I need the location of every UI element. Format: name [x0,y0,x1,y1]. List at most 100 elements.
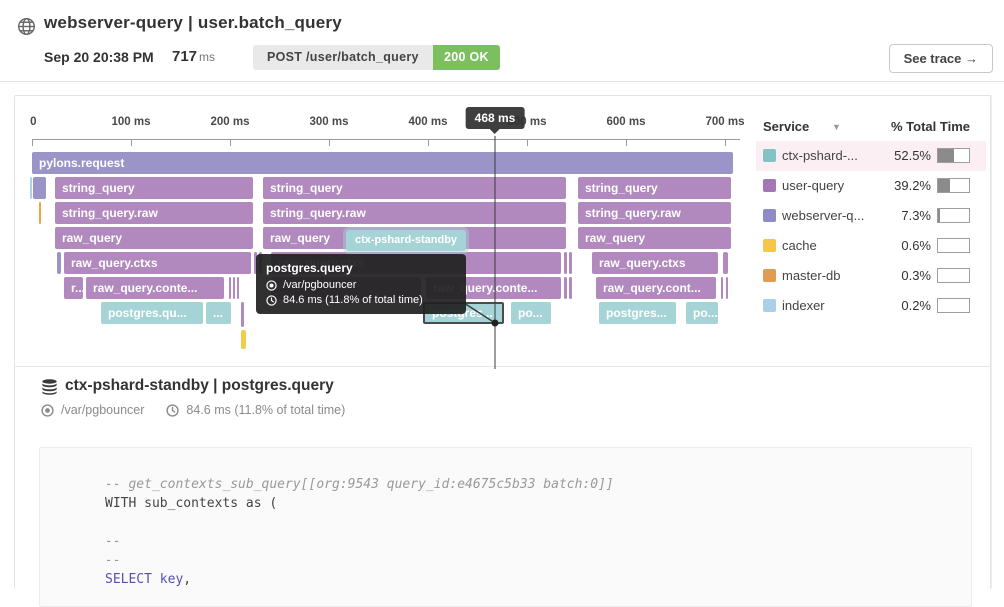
flame-span-label: string_query.raw [62,206,158,220]
flame-span-label: po... [693,306,718,320]
sort-caret-icon[interactable]: ▼ [832,122,841,132]
flame-span[interactable]: raw_query.conte... [86,277,224,299]
flame-span-label: string_query.raw [270,206,366,220]
see-trace-button[interactable]: See trace → [888,44,993,73]
axis-tick-mark [32,140,33,146]
flame-span[interactable] [237,277,239,299]
flame-span[interactable]: string_query.raw [55,202,253,224]
service-color-swatch [763,269,776,282]
flame-span[interactable] [564,252,567,274]
clock-icon [166,403,180,417]
flame-span[interactable] [241,330,246,349]
flame-span[interactable] [30,177,32,199]
flame-span[interactable] [33,177,46,199]
service-time-meter [937,208,970,223]
flame-span[interactable]: string_query [578,177,731,199]
flame-span[interactable]: po... [511,302,551,324]
sql-token: -- get_contexts_sub_query[[org:9543 quer… [105,477,614,492]
flame-span[interactable] [241,302,244,327]
detail-resource: /var/pgbouncer [61,403,145,417]
flame-span[interactable]: raw_query.ctxs [592,252,718,274]
flame-span[interactable]: string_query.raw [263,202,566,224]
service-color-swatch [763,209,776,222]
axis-tick-label: 600 ms [606,116,646,128]
service-row[interactable]: ctx-pshard-... 52.5% [756,141,986,171]
flame-span[interactable] [229,277,231,299]
sql-token: SELECT key [105,572,184,587]
flame-span[interactable]: string_query [55,177,253,199]
detail-duration: 84.6 ms (11.8% of total time) [186,403,346,417]
time-marker-badge[interactable]: 468 ms [465,107,525,129]
flame-span[interactable] [569,277,572,299]
axis-tick-label: 400 ms [408,116,448,128]
flame-span[interactable] [723,252,728,274]
service-color-swatch [763,149,776,162]
flame-span[interactable]: postgres... [599,302,676,324]
flame-span-label: string_query [270,181,343,195]
flame-span[interactable]: raw_query [55,227,253,249]
service-color-swatch [763,299,776,312]
flame-span[interactable] [57,252,61,274]
flame-span[interactable]: string_query.raw [578,202,731,224]
flame-span[interactable]: po... [686,302,718,324]
axis-tick-label: 0 [30,116,37,128]
service-total-time: 0.2% [901,298,931,313]
services-column-header[interactable]: Service [763,119,810,134]
trace-timestamp: Sep 20 20:38 PM [44,49,154,65]
service-time-meter-fill [938,209,940,222]
flame-span[interactable]: postgres.qu... [101,302,203,324]
service-total-time: 52.5% [894,148,931,163]
axis-tick-label: 700 ms [705,116,745,128]
service-name: ctx-pshard-... [782,148,858,163]
flame-span[interactable] [726,277,728,299]
flame-span[interactable]: string_query [263,177,566,199]
axis-tick-mark [626,140,627,146]
flame-span-label: r... [71,281,83,295]
service-time-meter-fill [938,179,950,192]
resource-target-icon [41,403,54,417]
flame-span-label: raw_query [62,231,123,245]
services-panel: Service ▼ % Total Time ctx-pshard-... 52.… [756,96,986,366]
flame-span[interactable] [39,202,41,224]
sql-token: WITH sub_contexts as ( [105,496,278,511]
flame-span-label: string_query [585,181,658,195]
flame-span[interactable] [564,277,567,299]
sql-token: -- [105,534,121,549]
axis-tick-label: 100 ms [111,116,151,128]
axis-tick-mark [329,140,330,146]
flame-span[interactable] [721,277,723,299]
flame-span[interactable] [569,252,572,274]
total-time-column-header[interactable]: % Total Time [891,119,970,134]
globe-icon [17,17,36,36]
service-total-time: 39.2% [894,178,931,193]
flame-span[interactable]: raw_query [578,227,731,249]
flame-span[interactable]: ... [206,302,231,324]
service-name: webserver-q... [782,208,865,223]
flame-span[interactable] [254,252,257,274]
flame-span[interactable]: raw_query.ctxs [64,252,251,274]
service-row[interactable]: webserver-q... 7.3% [756,201,986,231]
flame-span[interactable]: raw_query.cont... [596,277,716,299]
sql-code-line [105,513,951,532]
service-color-swatch [763,179,776,192]
section-divider [15,366,990,367]
service-total-time: 7.3% [901,208,931,223]
flame-span[interactable]: pylons.request [32,152,733,174]
service-total-time: 0.6% [901,238,931,253]
sql-token: , [183,572,192,587]
service-time-meter [937,298,970,313]
flame-span[interactable]: r... [64,277,83,299]
sql-token: -- [105,553,121,568]
flame-span-label: postgres.qu... [108,306,187,320]
axis-tick-mark [230,140,231,146]
service-time-meter [937,238,970,253]
scroll-gutter [991,95,992,589]
flame-span[interactable] [233,277,235,299]
flame-span-label: raw_query [270,231,331,245]
